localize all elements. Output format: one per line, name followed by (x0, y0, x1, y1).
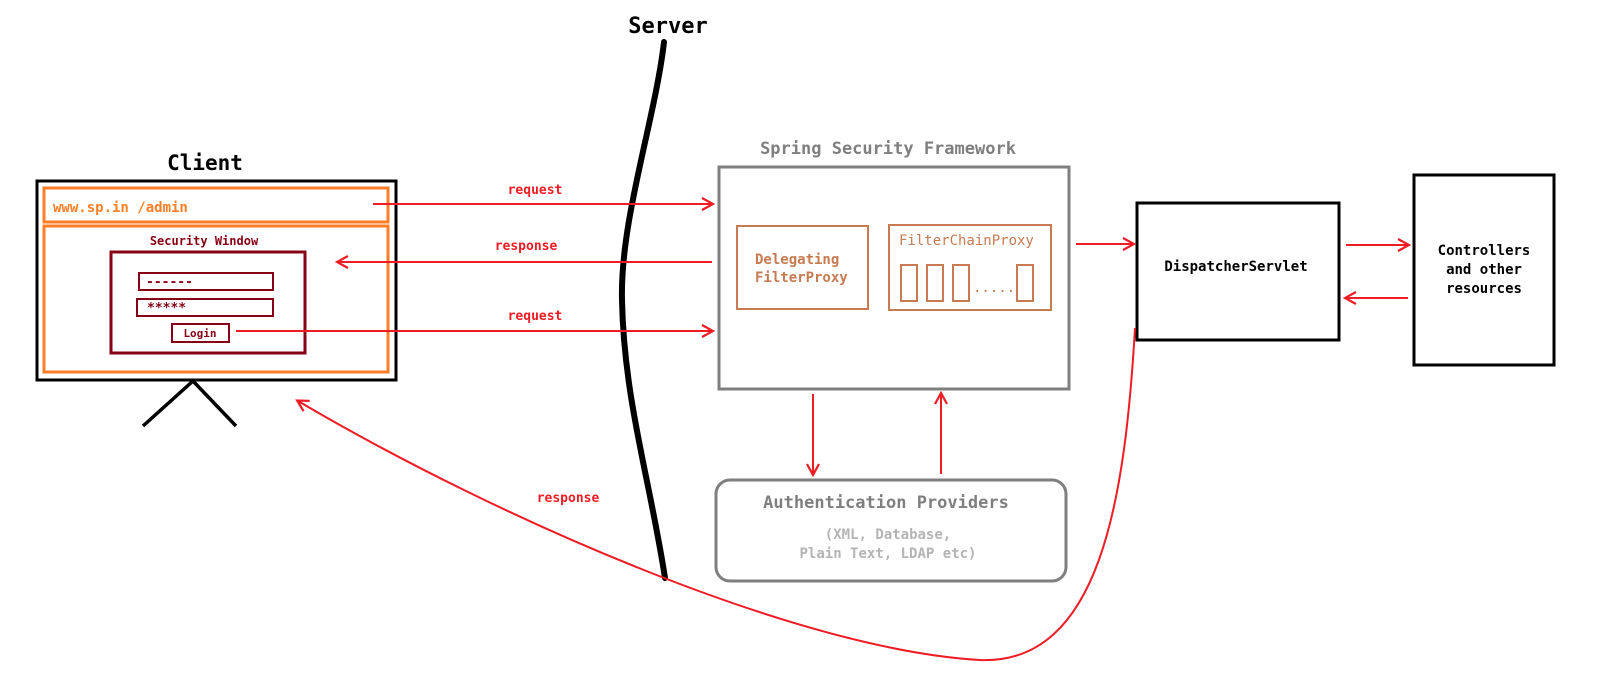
login-button[interactable] (171, 323, 230, 343)
delegating-label-line1: Delegating (755, 252, 839, 268)
client-title: Client (167, 151, 243, 175)
server-title: Server (628, 14, 707, 39)
controllers-line2: and other (1446, 262, 1522, 278)
server-boundary-line (618, 39, 668, 581)
browser-url: www.sp.in /admin (53, 200, 188, 216)
monitor-stand (141, 379, 238, 428)
filter-ellipsis: ..... (973, 280, 1015, 296)
filter-chain-proxy (888, 224, 1052, 311)
response-label-1: response (495, 239, 558, 254)
authentication-providers-box (714, 478, 1068, 583)
username-mask: ------ (146, 275, 193, 290)
controllers-line1: Controllers (1438, 243, 1531, 259)
request-label-1: request (508, 183, 563, 198)
controllers-line3: resources (1446, 281, 1522, 297)
delegating-filter-proxy (736, 225, 869, 310)
response-arrow-dispatcher-to-client (298, 327, 1136, 662)
filter-3 (952, 264, 970, 302)
filter-1 (900, 264, 918, 302)
filter-chain-proxy-title: FilterChainProxy (899, 233, 1034, 249)
auth-title: Authentication Providers (763, 493, 1009, 513)
client-monitor (35, 179, 398, 382)
login-form (109, 250, 307, 355)
username-field[interactable] (138, 272, 274, 291)
controllers-box (1412, 173, 1556, 367)
auth-desc-line2: Plain Text, LDAP etc) (799, 546, 976, 562)
request-label-2: request (508, 309, 563, 324)
delegating-label-line2: FilterProxy (755, 270, 848, 286)
password-field[interactable] (136, 298, 274, 317)
auth-desc-line1: (XML, Database, (825, 527, 951, 543)
filter-2 (926, 264, 944, 302)
password-mask: ***** (147, 301, 186, 316)
dispatcher-servlet-box (1135, 201, 1341, 342)
browser-page (42, 224, 390, 374)
security-window-title: Security Window (150, 234, 259, 248)
framework-title: Spring Security Framework (760, 139, 1016, 159)
response-label-2: response (537, 491, 600, 506)
framework-box (717, 165, 1071, 391)
dispatcher-servlet-label: DispatcherServlet (1164, 259, 1307, 275)
filter-last (1016, 264, 1034, 302)
login-button-label: Login (183, 327, 216, 340)
